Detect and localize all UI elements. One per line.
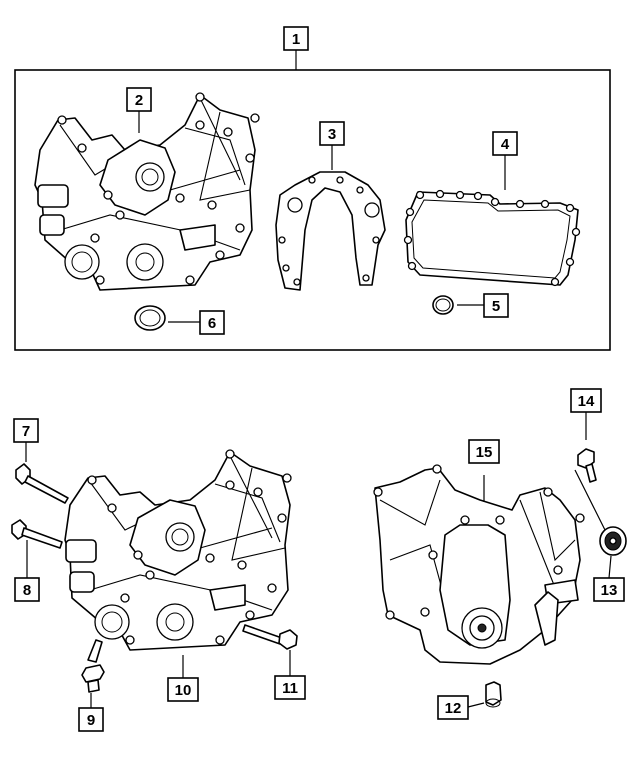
callout-14-label: 14 (578, 393, 595, 410)
callout-10-label: 10 (175, 682, 192, 699)
callout-11-label: 11 (282, 680, 298, 697)
timing-cover-top-illustration (34, 92, 260, 291)
callout-9-label: 9 (87, 712, 95, 729)
callout-5-label: 5 (492, 298, 500, 315)
callout-9: 9 (78, 707, 104, 732)
oil-pan-gasket-illustration (403, 189, 581, 287)
idler-gear-13-illustration (599, 526, 627, 556)
bolt-12-illustration (485, 681, 502, 708)
bolt-11-illustration (242, 624, 298, 650)
callout-10: 10 (167, 677, 199, 702)
callout-15-label: 15 (476, 444, 493, 461)
cover-gasket-illustration (275, 171, 386, 291)
o-ring-illustration (432, 295, 454, 315)
callout-11: 11 (274, 675, 306, 700)
crankshaft-seal-illustration (134, 305, 166, 331)
stud-8-illustration (11, 519, 63, 549)
callout-1-label: 1 (292, 31, 300, 48)
bolt-14-illustration (577, 448, 597, 483)
bolt-7-illustration (15, 463, 69, 504)
callout-8: 8 (14, 577, 40, 602)
callout-2: 2 (126, 87, 152, 112)
oil-pump-cover-illustration (373, 464, 585, 665)
timing-cover-bottom-illustration (64, 449, 292, 651)
callout-6: 6 (199, 310, 225, 335)
callout-7: 7 (13, 418, 39, 443)
callout-4: 4 (492, 131, 518, 156)
callout-15: 15 (468, 439, 500, 464)
kit-group-frame (14, 69, 611, 351)
callout-3-label: 3 (328, 126, 336, 143)
callout-6-label: 6 (208, 315, 216, 332)
callout-2-label: 2 (135, 92, 143, 109)
callout-4-label: 4 (501, 136, 510, 153)
callout-1: 1 (283, 26, 309, 51)
callout-14: 14 (570, 388, 602, 413)
callout-8-label: 8 (23, 582, 31, 599)
leader-lines (25, 50, 612, 708)
callout-7-label: 7 (22, 423, 30, 440)
callout-12: 12 (437, 695, 469, 720)
callout-3: 3 (319, 121, 345, 146)
fitting-9-illustration (81, 639, 105, 693)
callout-5: 5 (483, 293, 509, 318)
callout-13: 13 (593, 577, 625, 602)
callout-13-label: 13 (601, 582, 618, 599)
callout-12-label: 12 (445, 700, 462, 717)
